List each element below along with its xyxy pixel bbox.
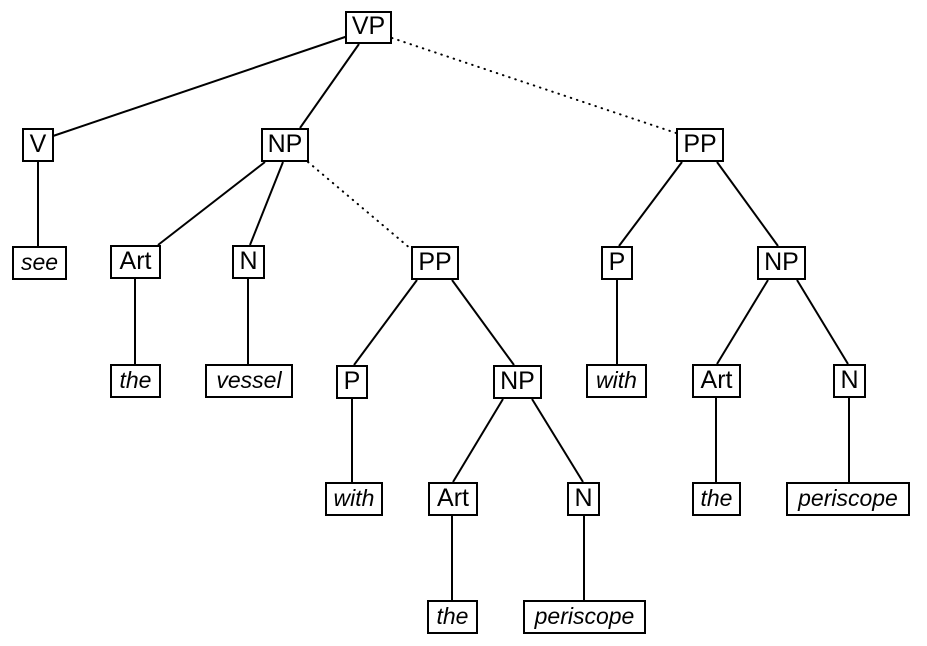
tree-node-n1: N xyxy=(232,245,265,279)
tree-edge-pp-right-p-right xyxy=(618,161,683,247)
tree-node-p_right: P xyxy=(601,246,633,280)
tree-edge-pp-right-np-right xyxy=(716,161,779,247)
tree-edge-np1-pp-mid-dotted xyxy=(307,161,412,250)
tree-edge-np1-art1 xyxy=(157,161,266,246)
tree-edge-vp-np1 xyxy=(299,43,360,129)
tree-edge-pp-mid-p-mid xyxy=(353,279,418,366)
tree-edge-np1-n1 xyxy=(249,161,284,246)
tree-edge-np-mid-art-mid xyxy=(452,398,504,483)
tree-edge-np-right-art-right xyxy=(716,279,769,365)
tree-node-p_mid: P xyxy=(336,365,368,399)
tree-node-pp_mid: PP xyxy=(411,246,459,280)
tree-edge-vp-pp-right-dotted xyxy=(391,37,677,134)
tree-leaf-vessel: vessel xyxy=(205,364,293,398)
tree-edge-pp-mid-np-mid xyxy=(451,279,515,366)
tree-node-n_mid: N xyxy=(567,482,600,516)
tree-node-art_right: Art xyxy=(692,364,741,398)
tree-node-art1: Art xyxy=(110,245,161,279)
tree-leaf-periscope_m: periscope xyxy=(523,600,646,634)
tree-leaf-the_right: the xyxy=(692,482,741,516)
tree-node-vp: VP xyxy=(345,11,392,44)
tree-node-pp_right: PP xyxy=(676,128,724,162)
tree-leaf-the1: the xyxy=(110,364,161,398)
tree-leaf-see: see xyxy=(12,246,67,280)
tree-node-v: V xyxy=(22,128,54,162)
tree-node-np1: NP xyxy=(261,128,309,162)
tree-node-np_mid: NP xyxy=(493,365,542,399)
tree-node-n_right: N xyxy=(833,364,866,398)
tree-node-art_mid: Art xyxy=(428,482,478,516)
tree-leaf-with_right: with xyxy=(586,364,647,398)
tree-leaf-periscope_r: periscope xyxy=(786,482,910,516)
tree-edge-np-mid-n-mid xyxy=(531,398,584,483)
tree-node-np_right: NP xyxy=(757,246,806,280)
tree-leaf-with_mid: with xyxy=(325,482,383,516)
tree-leaf-the_mid: the xyxy=(427,600,478,634)
tree-edge-np-right-n-right xyxy=(796,279,849,365)
tree-edge-vp-v xyxy=(52,35,349,137)
